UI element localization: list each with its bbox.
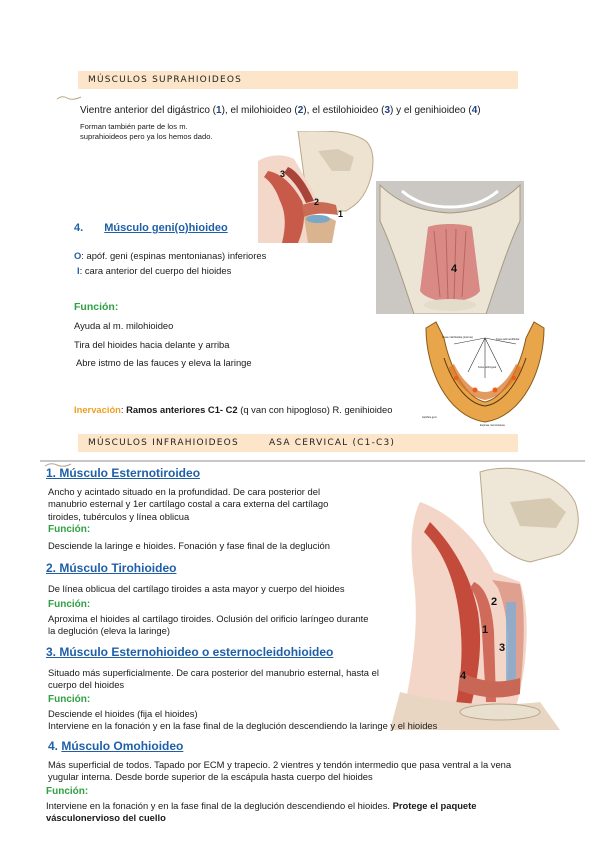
omohyoid-heading: 4. Músculo Omohioideo xyxy=(48,739,183,753)
thyrohyoid-function-text: Aproxima el hioides al cartílago tiroide… xyxy=(48,613,369,637)
omohyoid-desc: Más superficial de todos. Tapado por ECM… xyxy=(48,759,512,783)
sternothyroid-function-label: Función: xyxy=(48,524,91,535)
geniohyoid-function-2: Tira del hioides hacia delante y arriba xyxy=(74,339,230,350)
infra-fig-label-4: 4 xyxy=(460,670,467,682)
neck-fig-label-1: 1 xyxy=(338,209,344,219)
sternothyroid-function-text: Desciende la laringe e hioides. Fonación… xyxy=(48,540,330,551)
innervation-label: Inervación xyxy=(74,404,121,415)
infrahyoid-banner: MÚSCULOS INFRAHIOIDEOS ASA CERVICAL (C1-… xyxy=(78,434,518,452)
bone-label-2: Fosa submandibular xyxy=(496,338,520,341)
section-divider xyxy=(40,460,585,462)
infra-fig-label-1: 1 xyxy=(482,624,489,636)
geniohyoid-function-3: Abre istmo de las fauces y eleva la lari… xyxy=(76,357,252,368)
sternothyroid-title: 1. Músculo Esternotiroideo xyxy=(46,466,201,480)
neck-fig-label-3: 3 xyxy=(280,169,286,179)
geniohyoid-function-label: Función: xyxy=(74,301,119,313)
mandible-bone-illustration: Línea milohioidea (interna) Fosa submand… xyxy=(420,318,550,430)
geniohyoid-function-1: Ayuda al m. milohioideo xyxy=(74,320,174,331)
mandible-fig-label-4: 4 xyxy=(451,263,458,275)
thyrohyoid-desc: De línea oblicua del cartílago tiroides … xyxy=(48,583,345,594)
infra-fig-label-3: 3 xyxy=(499,642,506,654)
omohyoid-title: Músculo Omohioideo xyxy=(61,739,184,753)
suprahyoid-note: Forman también parte de los m. suprahioi… xyxy=(80,122,213,141)
geniohyoid-number: 4. xyxy=(74,222,84,234)
sternohyoid-function-label: Función: xyxy=(48,694,91,705)
geniohyoid-origin: O: apóf. geni (espinas mentonianas) infe… xyxy=(74,250,267,261)
neck-infrahyoid-illustration: 2 1 3 4 xyxy=(360,462,585,730)
sketch-mark-icon xyxy=(56,96,82,100)
bone-label-1: Línea milohioidea (interna) xyxy=(442,336,473,339)
suprahyoid-banner-text: MÚSCULOS SUPRAHIOIDEOS xyxy=(88,75,243,85)
thyrohyoid-title: 2. Músculo Tirohioideo xyxy=(46,561,177,575)
sternohyoid-title: 3. Músculo Esternohioideo o esternocleid… xyxy=(46,645,334,659)
infrahyoid-banner-left: MÚSCULOS INFRAHIOIDEOS xyxy=(88,438,239,448)
neck-lateral-illustration: 3 2 1 xyxy=(258,131,376,243)
sketch-mark-icon-2 xyxy=(44,463,72,467)
bone-label-3: Fosa sublingual xyxy=(478,366,497,369)
mandible-internal-illustration: 4 xyxy=(376,181,524,314)
infrahyoid-banner-right: ASA CERVICAL (C1-C3) xyxy=(268,438,396,448)
geniohyoid-insertion: I: cara anterior del cuerpo del hioides xyxy=(77,265,232,276)
suprahyoid-intro: Vientre anterior del digástrico (1), el … xyxy=(80,105,481,116)
sternothyroid-desc: Ancho y acintado situado en la profundid… xyxy=(48,486,329,522)
geniohyoid-heading: 4. Músculo geni(o)hioideo xyxy=(74,222,228,234)
omohyoid-number: 4. xyxy=(48,739,59,753)
infra-fig-label-2: 2 xyxy=(491,596,498,608)
suprahyoid-banner: MÚSCULOS SUPRAHIOIDEOS xyxy=(78,71,518,89)
sternohyoid-desc: Situado más superficialmente. De cara po… xyxy=(48,667,379,691)
geniohyoid-title: Músculo geni(o)hioideo xyxy=(104,222,228,234)
omohyoid-function-label: Función: xyxy=(46,786,89,797)
bone-label-5: Espinas mentonianas xyxy=(480,424,505,427)
omohyoid-function-text: Interviene en la fonación y en la fase f… xyxy=(46,800,477,824)
thyrohyoid-function-label: Función: xyxy=(48,599,91,610)
sternohyoid-function-text: Desciende el hioides (fija el hioides) I… xyxy=(48,708,438,732)
geniohyoid-innervation: Inervación: Ramos anteriores C1- C2 (q v… xyxy=(74,404,393,415)
neck-fig-label-2: 2 xyxy=(314,197,320,207)
bone-label-4: Apófisis geni xyxy=(422,416,437,419)
